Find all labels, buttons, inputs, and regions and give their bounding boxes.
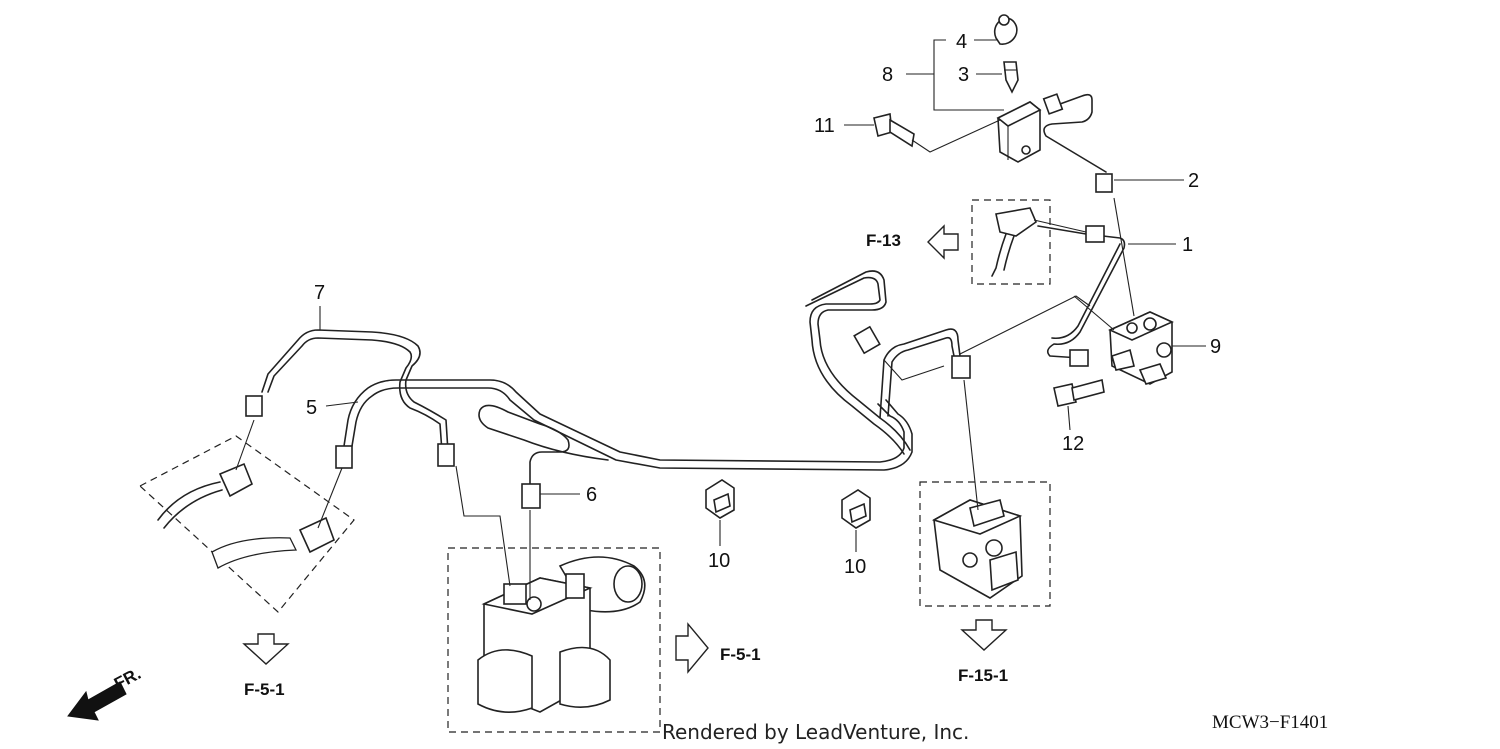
callout-2: 2 <box>1188 170 1199 192</box>
callout-1: 1 <box>1182 234 1193 256</box>
caliper-hose-joint[interactable] <box>991 207 1037 277</box>
f51-mid-arrow <box>675 622 709 674</box>
front-direction-arrow-icon <box>67 681 127 721</box>
leader-front-joint-a <box>235 419 255 471</box>
pipe-7-flare-nut[interactable] <box>245 395 263 417</box>
leader-11-b <box>911 119 1001 153</box>
pipe-1-flare-nut-bottom[interactable] <box>1069 349 1089 367</box>
sensor-cap-part-4[interactable] <box>993 14 1018 45</box>
callout-9: 9 <box>1210 336 1221 358</box>
valve-link-flare-nut[interactable] <box>951 355 971 379</box>
leader-2-valve <box>1113 197 1135 317</box>
f13-arrow <box>927 224 959 260</box>
ref-f51-left[interactable]: F-5-1 <box>244 680 285 699</box>
callout-8: 8 <box>882 64 893 86</box>
brake-pipe-valve-link[interactable] <box>879 328 961 419</box>
leader-12 <box>1067 405 1071 431</box>
callout-4: 4 <box>956 31 967 53</box>
f151-arrow <box>960 619 1008 651</box>
ref-f151[interactable]: F-15-1 <box>958 666 1008 685</box>
callout-3: 3 <box>958 64 969 86</box>
pipe-clamp-part-10-a[interactable] <box>705 479 735 519</box>
bolt-part-12[interactable] <box>1053 379 1105 407</box>
front-caliper-reference-box <box>138 435 355 613</box>
sensor-pin-part-3[interactable] <box>1003 61 1019 94</box>
front-hose-joint-upper[interactable] <box>157 462 254 529</box>
callout-10-b: 10 <box>844 556 866 578</box>
pipe-6-flare-nut[interactable] <box>521 483 541 509</box>
pipe-7-end-nut[interactable] <box>437 443 455 467</box>
brake-pipe-7[interactable] <box>261 329 449 453</box>
abs-modulator-reference-box <box>447 547 661 733</box>
pipe-5-flare-nut[interactable] <box>335 445 353 469</box>
f13-reference-box <box>971 199 1051 285</box>
render-credit: Rendered by LeadVenture, Inc. <box>662 720 969 744</box>
callout-11: 11 <box>814 115 835 137</box>
leader-f13-pipe <box>959 295 1091 355</box>
brake-pipe-6[interactable] <box>478 404 609 485</box>
brake-pipe-1[interactable] <box>1037 225 1126 359</box>
f51-left-arrow <box>242 633 290 665</box>
brake-pipe-rear[interactable] <box>811 270 911 451</box>
delay-valve-part-9[interactable] <box>1108 311 1174 385</box>
callout-10-a: 10 <box>708 550 730 572</box>
leader-f13-joint <box>1033 219 1087 233</box>
brake-pipe-5[interactable] <box>343 379 905 463</box>
bolt-part-11[interactable] <box>873 113 915 148</box>
rear-pipe-flare-nut[interactable] <box>853 325 881 355</box>
callout-12: 12 <box>1062 433 1084 455</box>
leader-8 <box>933 39 1004 111</box>
leader-f13-valve <box>1073 295 1115 331</box>
rear-caliper-reference-box <box>919 481 1051 607</box>
callout-7: 7 <box>314 282 325 304</box>
callout-6: 6 <box>586 484 597 506</box>
leader-rear-pipe <box>883 359 945 381</box>
rear-valve-assembly[interactable] <box>931 499 1023 599</box>
ref-f51-mid[interactable]: F-5-1 <box>720 645 761 664</box>
joint-bracket-part[interactable] <box>996 101 1042 163</box>
brake-pipe-2[interactable] <box>1043 93 1107 173</box>
leader-5 <box>325 401 359 407</box>
leader-abs-a <box>455 465 511 587</box>
leader-rear-valve <box>963 379 979 511</box>
abs-modulator-assembly[interactable] <box>477 556 646 713</box>
callout-5: 5 <box>306 397 317 419</box>
pipe-2-flare-nut-bottom[interactable] <box>1095 173 1113 193</box>
diagram-code: MCW3−F1401 <box>1212 712 1328 733</box>
pipe-2-flare-nut-top[interactable] <box>1042 93 1064 115</box>
front-hose-joint-lower[interactable] <box>211 516 335 569</box>
pipe-1-flare-nut-top[interactable] <box>1085 225 1105 243</box>
leader-front-joint-b <box>317 467 343 529</box>
ref-f13[interactable]: F-13 <box>866 231 901 250</box>
pipe-clamp-part-10-b[interactable] <box>841 489 871 529</box>
